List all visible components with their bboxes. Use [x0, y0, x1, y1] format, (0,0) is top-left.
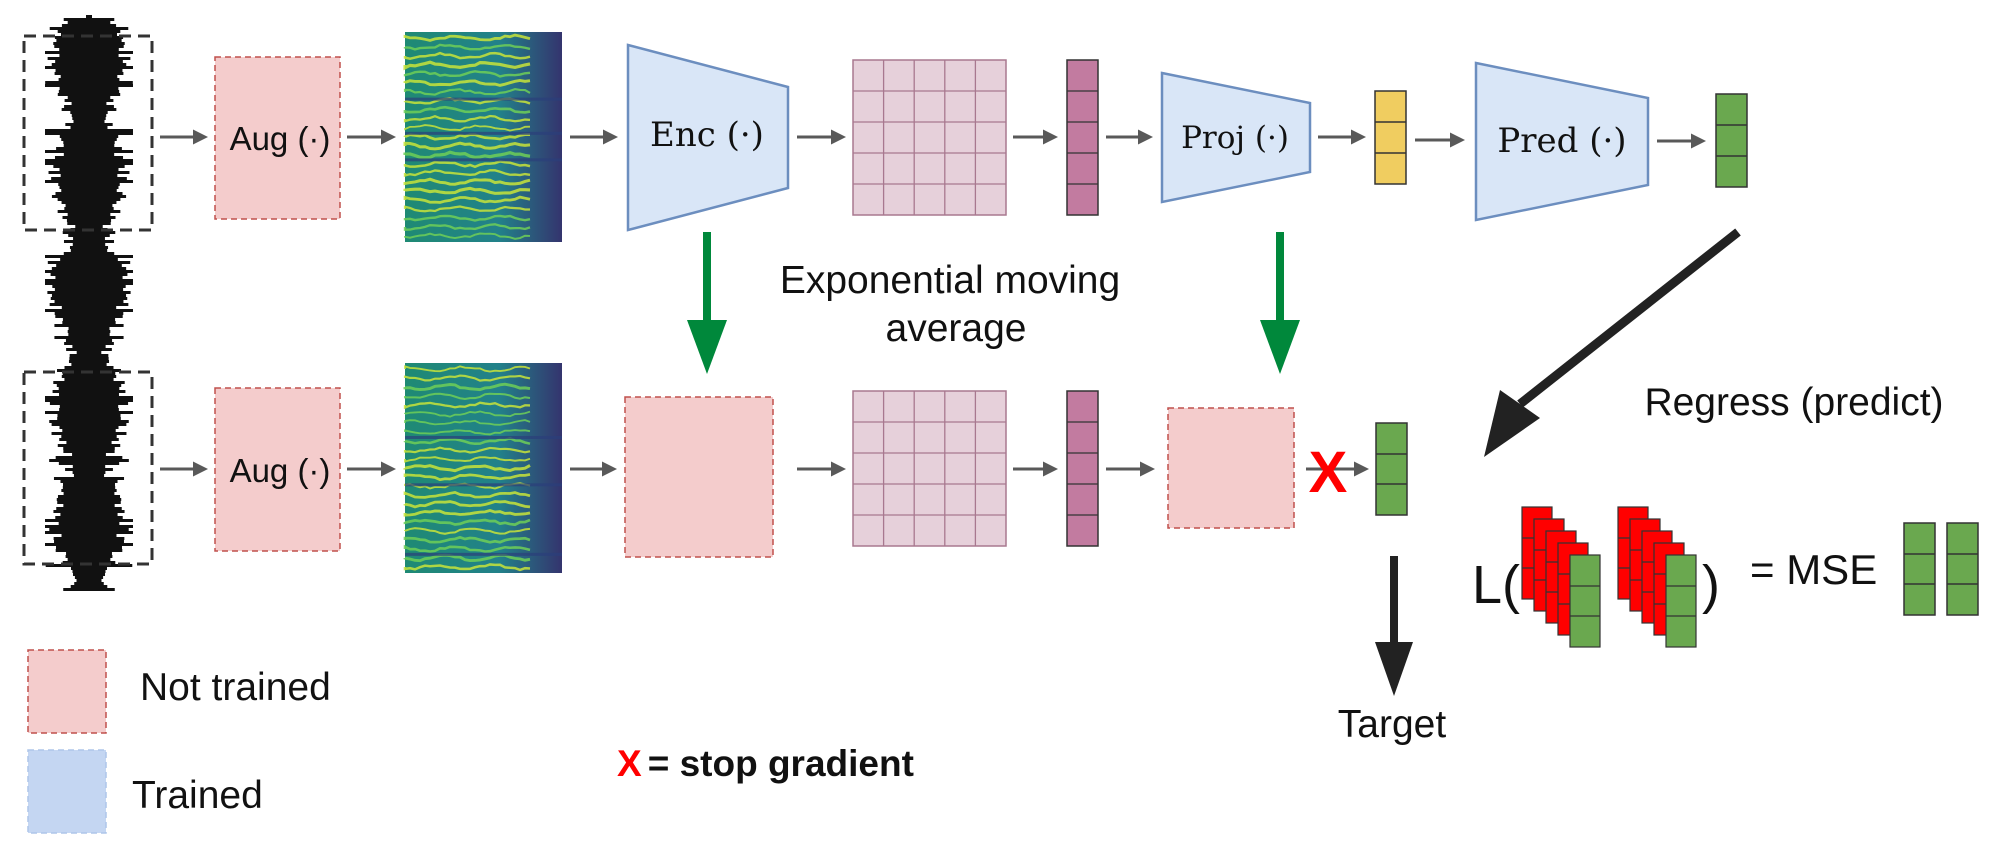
projector-label: Proj (·)	[1181, 120, 1289, 156]
mse-label: = MSE	[1750, 546, 1877, 593]
spectrogram-bottom	[403, 363, 562, 573]
ema-label-line2: average	[886, 307, 1027, 350]
target-encoder-box	[624, 396, 774, 558]
legend-stop-x: X	[617, 743, 642, 784]
projector-trapezoid	[1160, 71, 1312, 204]
crop-box-top	[22, 34, 154, 232]
ema-arrow-encoder	[687, 232, 727, 374]
aug-box-bottom	[214, 387, 341, 552]
stop-gradient-mark: X	[1309, 440, 1348, 505]
legend-swatch-trained	[27, 749, 107, 834]
stacked-prediction-vectors	[1521, 506, 1601, 648]
projection-vector	[1374, 90, 1407, 185]
predictor-trapezoid	[1474, 61, 1650, 222]
legend-label-not-trained: Not trained	[140, 666, 331, 709]
feature-grid-top	[852, 59, 1007, 216]
regress-label: Regress (predict)	[1644, 381, 1943, 424]
target-arrow	[1375, 556, 1413, 696]
legend-stop-gradient: X= stop gradient	[617, 743, 914, 784]
loss-close-paren: )	[1702, 555, 1720, 615]
encoder-trapezoid	[626, 43, 790, 232]
mse-vector-a	[1903, 522, 1936, 616]
loss-prefix: L(	[1472, 555, 1520, 615]
encoder-label: Enc (·)	[650, 115, 764, 155]
target-label: Target	[1338, 703, 1447, 746]
embedding-vector-top	[1066, 59, 1099, 216]
embedding-vector-bottom	[1066, 390, 1099, 547]
mse-vector-b	[1946, 522, 1979, 616]
feature-grid-bottom	[852, 390, 1007, 547]
regress-arrow	[1484, 228, 1741, 457]
legend-swatch-not-trained	[27, 649, 107, 734]
spectrogram-top	[403, 32, 562, 242]
crop-box-bottom	[22, 370, 154, 566]
predictor-label: Pred (·)	[1497, 121, 1626, 161]
prediction-vector	[1715, 93, 1748, 188]
aug-label-bottom: Aug (·)	[230, 452, 331, 489]
target-projector-box	[1167, 407, 1295, 529]
aug-box-top	[214, 56, 341, 220]
legend-label-trained: Trained	[132, 774, 263, 817]
target-vector	[1375, 422, 1408, 516]
stacked-target-vectors	[1617, 506, 1697, 648]
legend-stop-text: = stop gradient	[648, 743, 914, 784]
ema-label-line1: Exponential moving	[780, 259, 1120, 302]
aug-label-top: Aug (·)	[230, 120, 331, 157]
waveform	[45, 15, 133, 591]
ema-arrow-projector	[1260, 232, 1300, 374]
